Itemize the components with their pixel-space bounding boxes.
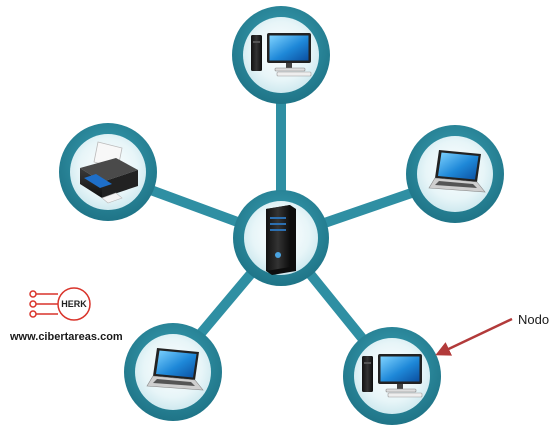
node-upper-left bbox=[59, 123, 157, 221]
node-center-hub bbox=[233, 190, 329, 286]
website-url: www.cibertareas.com bbox=[9, 331, 123, 343]
logo-wordmark: HERK bbox=[61, 299, 87, 309]
node-upper-right bbox=[406, 125, 504, 223]
node-lower-left bbox=[124, 323, 222, 421]
desktop-computer-icon bbox=[362, 354, 423, 398]
laptop-icon bbox=[146, 348, 204, 391]
printer-icon bbox=[80, 141, 138, 204]
annotation-arrow bbox=[435, 317, 513, 356]
server-icon bbox=[266, 205, 296, 275]
node-top bbox=[232, 6, 330, 104]
laptop-icon bbox=[428, 150, 486, 193]
cibertareas-logo: HERK bbox=[29, 287, 91, 321]
nodo-label: Nodo bbox=[518, 312, 549, 327]
desktop-computer-icon bbox=[251, 33, 312, 77]
node-lower-right bbox=[343, 327, 441, 425]
